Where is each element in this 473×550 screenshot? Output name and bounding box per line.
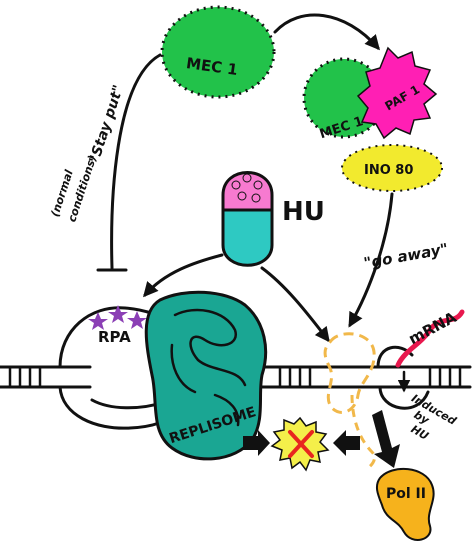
replisome: REPLISOME: [144, 290, 268, 461]
pol2-recruitment-arrow: [372, 410, 400, 468]
rpa-complex: RPA: [88, 305, 147, 346]
go-away-note: "go away": [362, 240, 449, 273]
x-mark-icon: [288, 430, 314, 458]
collision-site: [270, 416, 330, 472]
rpa-label: RPA: [98, 328, 131, 346]
replisome-collision-arrow: [243, 430, 270, 456]
ino80-label: INO 80: [364, 163, 413, 178]
evicted-nucleosome: [323, 332, 376, 470]
mec1-top: MEC 1: [160, 5, 276, 99]
mec1-recruitment-arrow: [273, 13, 380, 51]
stay-put-inhibition-line: [110, 53, 162, 270]
transcription-collision-arrow: [333, 430, 360, 456]
star-icon: [127, 311, 147, 329]
go-away-arrow: [348, 192, 394, 328]
star-icon: [108, 305, 128, 323]
induced-by-hu-note: Induced by HU: [409, 392, 459, 443]
ino80: INO 80: [341, 144, 443, 192]
hu-label: HU: [282, 197, 325, 227]
hu-to-transcription-arrow: [260, 266, 330, 343]
star-icon: [88, 312, 108, 330]
mrna-strand: [395, 309, 465, 368]
pol2: Pol II: [375, 467, 435, 541]
induced-line-3: HU: [409, 423, 431, 443]
pol2-label: Pol II: [386, 486, 426, 502]
mrna-label: mRNA: [406, 308, 460, 348]
mec1-paf1-complex: MEC 1 PAF 1: [302, 46, 438, 142]
hu-to-fork-arrow: [143, 253, 224, 298]
hu-capsule-icon: [221, 171, 274, 267]
dna-duplex: [0, 365, 472, 389]
